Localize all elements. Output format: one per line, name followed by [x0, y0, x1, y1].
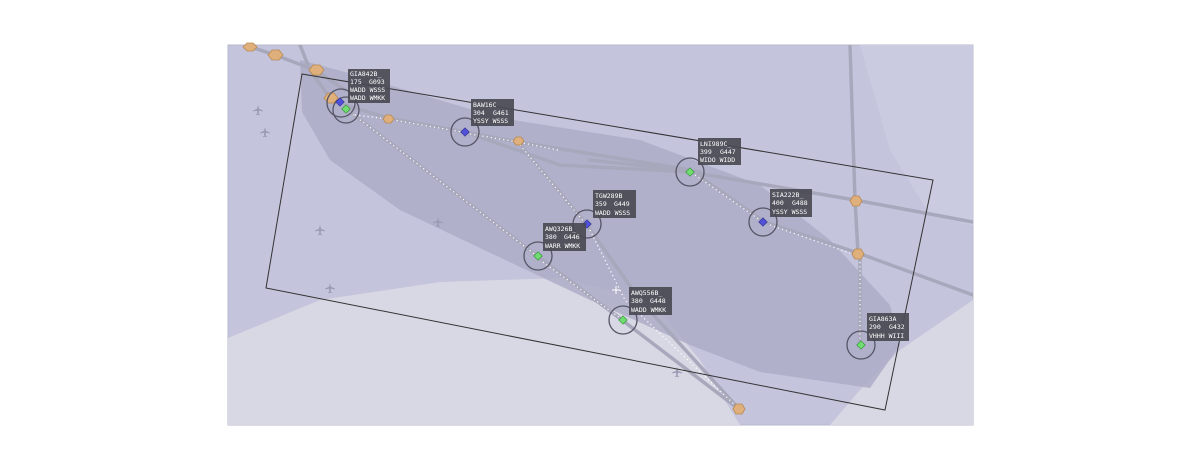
tag-background: [543, 223, 586, 251]
tag-route: WARR WMKK: [545, 242, 580, 250]
hexagon-icon[interactable]: [242, 42, 258, 52]
tag-speed: 399: [700, 148, 712, 156]
tag-route: VHHH WIII: [869, 332, 904, 340]
tag-background: [629, 287, 672, 315]
hexagon-icon[interactable]: [851, 248, 865, 260]
tag-speed: 380: [545, 233, 557, 241]
tag-background: [471, 99, 514, 126]
hexagon-icon[interactable]: [512, 136, 525, 146]
diamond-icon[interactable]: [856, 340, 866, 350]
aircraft-markers[interactable]: [335, 97, 866, 350]
land-area-right: [830, 300, 973, 425]
tag-background: [867, 313, 909, 341]
tag-route: WADD WSSS: [595, 209, 630, 217]
tag-gate: G432: [889, 323, 905, 331]
tag-route: YSSY WSSS: [473, 117, 508, 125]
tag-callsign: SIA222B_: [772, 191, 803, 199]
tag-background: [698, 138, 741, 165]
aircraft-tag-gia842b[interactable]: GIA842B_ 175 G093 WADD WSSS WADD WMKK: [348, 69, 390, 103]
tag-callsign: LNI989C_: [700, 140, 731, 148]
land-area-bottom: [228, 278, 740, 425]
hexagon-icon[interactable]: [732, 403, 746, 415]
tag-background: [348, 69, 390, 103]
diamond-icon[interactable]: [335, 97, 345, 107]
tag-gate: G488: [792, 199, 808, 207]
tag-background: [593, 190, 636, 218]
waypoints[interactable]: [242, 42, 865, 415]
tag-route: WADD WSSS: [350, 86, 385, 94]
diamond-icon[interactable]: [758, 217, 768, 227]
diamond-icon[interactable]: [533, 251, 543, 261]
hexagon-icon[interactable]: [308, 64, 325, 76]
tag-speed: 380: [631, 297, 643, 305]
tag-speed: 304: [473, 109, 485, 117]
crosshair-icon: [612, 286, 620, 294]
aircraft-tag-sia222b[interactable]: SIA222B_ 400 G488 YSSY WSSS: [770, 189, 812, 217]
tag-callsign: TGW289B: [595, 192, 622, 200]
tag-route: WIDO WIDD: [700, 156, 735, 164]
route-dots: [349, 111, 861, 409]
tag-gate: G449: [614, 200, 630, 208]
tag-speed: 175: [350, 78, 362, 86]
sector-shading: [300, 60, 900, 388]
tag-gate: G461: [493, 109, 509, 117]
aircraft-tag-baw16c[interactable]: BAW16C 304 G461 YSSY WSSS: [471, 99, 514, 126]
diamond-icon[interactable]: [460, 127, 470, 137]
tag-gate: G093: [369, 78, 385, 86]
tag-callsign: BAW16C: [473, 101, 497, 109]
tag-background: [770, 189, 812, 217]
tag-callsign: AWQ556B_: [631, 289, 662, 297]
aircraft-tag-awq556b[interactable]: AWQ556B_ 380 G448 WADD WMKK: [629, 287, 672, 315]
tag-route: WADD WMKK: [631, 306, 666, 314]
aircraft-tag-tgw289b[interactable]: TGW289B 359 G449 WADD WSSS: [593, 190, 636, 218]
aircraft-tags[interactable]: GIA842B_ 175 G093 WADD WSSS WADD WMKK BA…: [348, 69, 909, 341]
tag-route: WADD WMKK: [350, 94, 385, 102]
tag-gate: G448: [650, 297, 666, 305]
aircraft-tag-gia863a[interactable]: GIA863A 290 G432 VHHH WIII: [867, 313, 909, 341]
tag-speed: 290: [869, 323, 881, 331]
hexagon-icon[interactable]: [267, 49, 284, 61]
tag-speed: 400: [772, 199, 784, 207]
tag-gate: G447: [720, 148, 736, 156]
tag-route: YSSY WSSS: [772, 208, 807, 216]
diamond-icon[interactable]: [618, 315, 628, 325]
tag-gate: G446: [564, 233, 580, 241]
tag-callsign: GIA863A: [869, 315, 896, 323]
tag-callsign: AWQ326B_: [545, 225, 576, 233]
land-area-topright: [860, 45, 973, 225]
diamond-icon[interactable]: [685, 167, 695, 177]
tag-callsign: GIA842B_: [350, 70, 381, 78]
aircraft-tag-lni989c[interactable]: LNI989C_ 399 G447 WIDO WIDD: [698, 138, 741, 165]
diamond-icon[interactable]: [341, 104, 351, 114]
aircraft-tag-awq326b[interactable]: AWQ326B_ 380 G446 WARR WMKK: [543, 223, 586, 251]
hexagon-icon[interactable]: [849, 195, 863, 207]
hexagon-icon[interactable]: [382, 114, 395, 124]
tag-speed: 359: [595, 200, 607, 208]
